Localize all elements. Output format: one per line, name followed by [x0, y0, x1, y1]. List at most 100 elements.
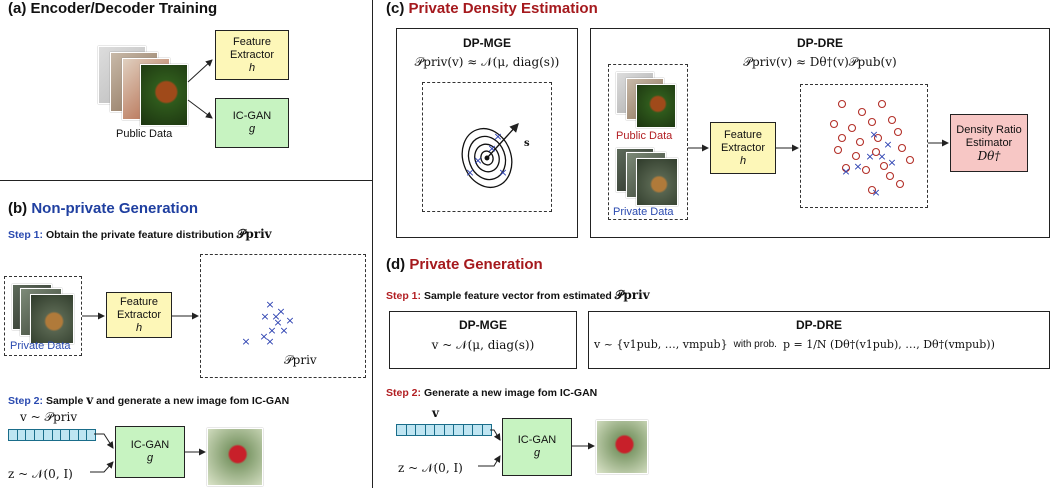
- private-data-label-b: Private Data: [10, 340, 71, 352]
- vertical-divider: [372, 0, 373, 488]
- icgan-box-d: IC-GAN g: [502, 418, 572, 476]
- private-point: ×: [279, 324, 288, 337]
- icgan-var: g: [146, 452, 154, 464]
- panel-a-title: (a) Encoder/Decoder Training: [8, 0, 218, 17]
- feature-extractor-box-a: Feature Extractor h: [215, 30, 289, 80]
- private-point: ×: [473, 154, 482, 167]
- icgan-box-b: IC-GAN g: [115, 426, 185, 478]
- public-point: [833, 145, 843, 155]
- feature-extractor-box-b: Feature Extractor h: [106, 292, 172, 338]
- icgan-label: IC-GAN: [517, 434, 557, 446]
- private-point: ×: [276, 305, 285, 318]
- public-point: [887, 115, 897, 125]
- dp-mge-panel: [396, 28, 578, 238]
- dp-dre-title: DP-DRE: [796, 36, 843, 50]
- dre-private-label: Private Data: [613, 206, 674, 218]
- gaussian-contours: [461, 123, 519, 189]
- dp-dre-sample-box: [588, 311, 1050, 369]
- private-point: ×: [241, 335, 250, 348]
- dre-data-box: [608, 64, 688, 220]
- private-point: ×: [259, 330, 268, 343]
- dre-public-points: [829, 99, 915, 195]
- arrow-a-to-feature: [187, 59, 213, 83]
- v-label-d: v: [432, 406, 439, 420]
- private-point: ×: [267, 324, 276, 337]
- public-point: [877, 99, 887, 109]
- public-point: [847, 123, 857, 133]
- private-point: ×: [465, 166, 474, 179]
- feature-extractor-label: Feature Extractor: [720, 128, 765, 154]
- private-point: ×: [869, 128, 878, 141]
- dp-mge-sample-title: DP-MGE: [459, 318, 507, 332]
- private-point: ×: [487, 142, 496, 155]
- public-point: [837, 99, 847, 109]
- feature-extractor-var: h: [739, 154, 747, 167]
- private-point: ×: [265, 335, 274, 348]
- arrow-d-v-to-gan: [490, 429, 501, 441]
- dp-mge-sample-box: [389, 311, 577, 369]
- arrow-b-z-to-gan: [90, 461, 114, 473]
- public-point: [905, 155, 915, 165]
- icgan-var: g: [533, 447, 541, 459]
- private-point: ×: [271, 310, 280, 323]
- panel-b-step1: Step 1: Obtain the private feature distr…: [8, 227, 272, 241]
- private-point: ×: [493, 130, 502, 143]
- panel-d-title: (d) Private Generation: [386, 256, 543, 273]
- private-point: ×: [285, 314, 294, 327]
- dp-dre-sample-title: DP-DRE: [795, 318, 842, 332]
- private-point: ×: [498, 166, 507, 179]
- dp-dre-panel: [590, 28, 1050, 238]
- dre-feature-space: [800, 84, 928, 208]
- dp-dre-sample-formula: v ~ {v1pub, …, vmpub} with prob. p = 1/N…: [594, 338, 995, 351]
- public-point: [857, 107, 867, 117]
- public-point: [867, 185, 877, 195]
- arrow-d-z-to-gan: [478, 455, 501, 467]
- density-ratio-box: Density Ratio Estimator Dθ†: [950, 114, 1028, 172]
- panel-d-step1: Step 1: Sample feature vector from estim…: [386, 288, 650, 302]
- mge-feature-points: ×××××: [465, 130, 507, 179]
- private-point: ×: [853, 160, 862, 173]
- private-point: ×: [865, 150, 874, 163]
- dp-mge-title: DP-MGE: [463, 36, 511, 50]
- public-point: [829, 119, 839, 129]
- public-point: [873, 133, 883, 143]
- public-point: [841, 163, 851, 173]
- panel-d-step2: Step 2: Generate a new image fom IC-GAN: [386, 387, 598, 399]
- generated-image-d: [596, 420, 648, 474]
- public-point: [885, 171, 895, 181]
- feature-extractor-label: Feature Extractor: [116, 295, 161, 321]
- private-point: ×: [877, 150, 886, 163]
- icgan-box-a: IC-GAN g: [215, 98, 289, 148]
- public-point: [893, 127, 903, 137]
- private-point: ×: [883, 138, 892, 151]
- feature-extractor-var: h: [248, 61, 256, 74]
- density-ratio-var: Dθ†: [977, 148, 1001, 163]
- dp-dre-formula: 𝒫priv(v) ≈ Dθ†(v)𝒫pub(v): [743, 55, 897, 69]
- generated-image-b: [207, 428, 263, 486]
- feature-space-box-b: [200, 254, 366, 378]
- v-sample-b: v ~ 𝒫priv: [20, 410, 78, 424]
- arrow-a-to-icgan: [187, 99, 213, 119]
- panel-c-title: (c) Private Density Estimation: [386, 0, 598, 17]
- dp-mge-feature-space: [422, 82, 552, 212]
- z-sample-b: z ~ 𝒩(0, I): [8, 467, 73, 481]
- icgan-label: IC-GAN: [232, 110, 272, 122]
- public-point: [897, 143, 907, 153]
- panel-b-title: (b) Non-private Generation: [8, 200, 199, 217]
- z-sample-d: z ~ 𝒩(0, I): [398, 461, 463, 475]
- arrow-b-v-to-gan: [94, 433, 114, 449]
- public-point: [895, 179, 905, 189]
- private-data-box-b: [4, 276, 82, 356]
- icgan-var: g: [248, 123, 256, 135]
- public-point: [855, 137, 865, 147]
- ppriv-label: 𝒫priv: [284, 353, 317, 367]
- public-data-label: Public Data: [116, 128, 173, 140]
- horizontal-divider: [0, 180, 372, 181]
- public-point: [861, 165, 871, 175]
- dre-private-points: ××××××××: [841, 128, 896, 199]
- dp-mge-sample-formula: v ~ 𝒩(μ, diag(s)): [431, 338, 535, 352]
- mge-s-label: s: [524, 138, 530, 149]
- feature-extractor-box-c: Feature Extractor h: [710, 122, 776, 174]
- private-point: ×: [265, 298, 274, 311]
